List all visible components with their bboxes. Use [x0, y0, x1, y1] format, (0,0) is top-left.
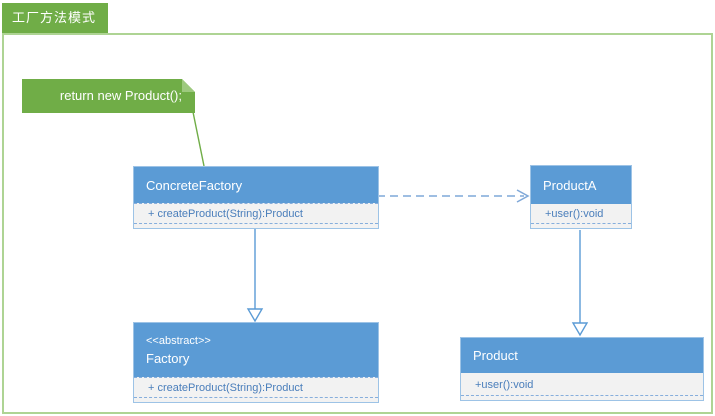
class-box-factory[interactable]: <<abstract>> Factory + createProduct(Str… — [133, 322, 379, 403]
class-body: + createProduct(String):Product — [134, 377, 378, 402]
frame-title: 工厂方法模式 — [12, 10, 97, 25]
class-name: ConcreteFactory — [146, 177, 243, 193]
class-header: ConcreteFactory — [134, 167, 378, 203]
generalization-arrow-producta-product[interactable] — [571, 230, 589, 337]
generalization-arrow-concretefactory-factory[interactable] — [246, 228, 264, 323]
class-name: Factory — [146, 350, 190, 366]
class-box-product[interactable]: Product +user():void — [460, 337, 704, 401]
hollow-triangle-arrowhead-icon — [571, 322, 589, 337]
class-body: +user():void — [531, 204, 631, 228]
note-anchor-line[interactable] — [192, 111, 205, 167]
diagram-frame[interactable] — [2, 33, 713, 414]
class-header: ProductA — [531, 166, 631, 204]
class-name: Product — [473, 348, 518, 363]
class-box-concretefactory[interactable]: ConcreteFactory + createProduct(String):… — [133, 166, 379, 229]
hollow-triangle-arrowhead-icon — [246, 308, 264, 323]
frame-tab[interactable]: 工厂方法模式 — [2, 3, 108, 33]
class-name: ProductA — [543, 177, 597, 193]
class-method: +user():void — [461, 373, 703, 396]
class-method: +user():void — [531, 204, 631, 224]
class-method: + createProduct(String):Product — [134, 204, 378, 224]
note-text: return new Product(); — [59, 88, 182, 103]
class-body: + createProduct(String):Product — [134, 203, 378, 228]
class-header: Product — [461, 338, 703, 373]
note-shape[interactable]: return new Product(); — [22, 79, 195, 113]
class-stereotype: <<abstract>> — [146, 334, 211, 347]
class-method: + createProduct(String):Product — [134, 378, 378, 398]
dependency-arrow-concretefactory-producta[interactable] — [377, 189, 530, 203]
class-header: <<abstract>> Factory — [134, 323, 378, 377]
class-body: +user():void — [461, 373, 703, 400]
class-box-producta[interactable]: ProductA +user():void — [530, 165, 632, 229]
open-arrowhead-icon — [516, 189, 530, 203]
